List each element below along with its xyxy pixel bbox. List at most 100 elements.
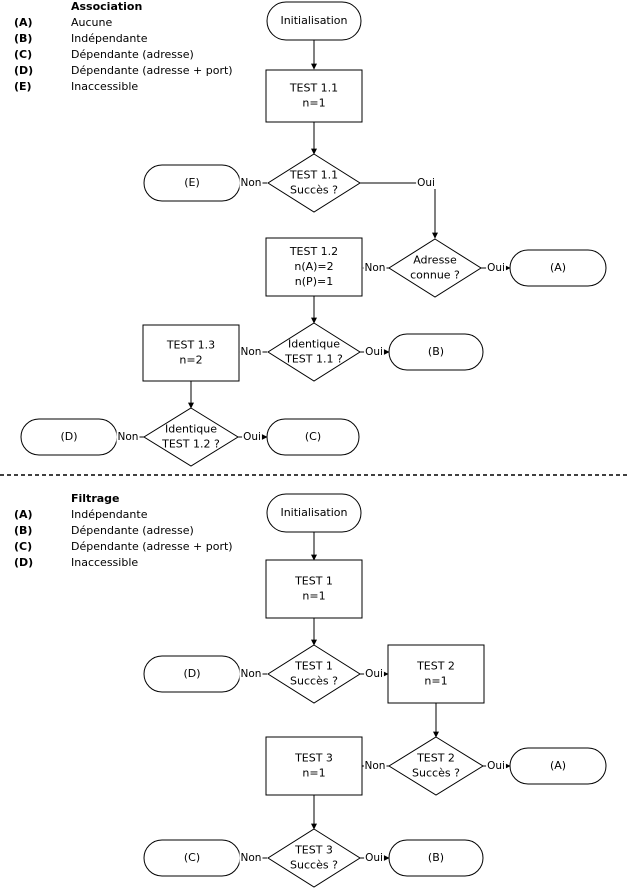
filtrage-decision-test-3-line-2: Succès ? xyxy=(290,859,338,872)
association-legend-key: (B) xyxy=(14,32,32,45)
association-test-1-3: TEST 1.3 n=2 xyxy=(142,324,240,382)
association-yes-label-adresse: Oui xyxy=(417,177,435,189)
association-yes-label-b: Oui xyxy=(365,346,383,358)
association-decision-test-1-1-line-1: TEST 1.1 xyxy=(289,169,338,182)
filtrage-test-3-line-1: TEST 3 xyxy=(294,752,333,765)
association-no-label-e: Non xyxy=(241,177,262,189)
association-test-1-2-line-1: TEST 1.2 xyxy=(289,245,338,258)
association-test-1-2: TEST 1.2 n(A)=2 n(P)=1 xyxy=(265,237,363,297)
filtrage-legend-label: Dépendante (adresse) xyxy=(71,524,194,537)
association-no-label-test13: Non xyxy=(241,346,262,358)
filtrage-test-2-line-1: TEST 2 xyxy=(416,660,455,673)
filtrage-init: Initialisation xyxy=(266,493,362,533)
filtrage-result-a: (A) xyxy=(509,747,607,785)
filtrage-test-3: TEST 3 n=1 xyxy=(265,736,363,796)
filtrage-no-label-c: Non xyxy=(241,852,262,864)
association-legend-label: Dépendante (adresse) xyxy=(71,48,194,61)
association-yes-label-c: Oui xyxy=(243,431,261,443)
filtrage-legend-key: (A) xyxy=(14,508,33,521)
filtrage-decision-test-2-line-2: Succès ? xyxy=(412,767,460,780)
association-legend-key: (C) xyxy=(14,48,32,61)
filtrage-legend-key: (C) xyxy=(14,540,32,553)
filtrage-test-2: TEST 2 n=1 xyxy=(387,644,485,704)
filtrage-decision-test-1: TEST 1 Succès ? xyxy=(267,644,361,704)
association-test-1-2-line-2: n(A)=2 xyxy=(294,260,333,273)
filtrage-test-1-line-2: n=1 xyxy=(302,590,325,603)
association-init: Initialisation xyxy=(266,1,362,41)
association-legend-label: Indépendante xyxy=(71,32,148,45)
filtrage-result-b: (B) xyxy=(388,839,484,877)
filtrage-result-b-line-1: (B) xyxy=(428,851,444,864)
filtrage-legend-label: Dépendante (adresse + port) xyxy=(71,540,233,553)
edge-dec11-yes-addr xyxy=(360,182,438,239)
filtrage-init-line-1: Initialisation xyxy=(280,506,347,519)
filtrage-decision-test-3: TEST 3 Succès ? xyxy=(267,828,361,888)
association-decision-test-1-1-line-2: Succès ? xyxy=(290,184,338,197)
association-legend-key: (E) xyxy=(14,80,32,93)
association-init-line-1: Initialisation xyxy=(280,14,347,27)
association-result-c: (C) xyxy=(266,418,360,456)
filtrage-yes-label-b: Oui xyxy=(365,852,383,864)
filtrage-legend-key: (D) xyxy=(14,556,33,569)
association-decision-identique-1-1-line-2: TEST 1.1 ? xyxy=(284,353,343,366)
filtrage-legend: Filtrage (A) Indépendante (B) Dépendante (ad… xyxy=(14,492,233,569)
association-legend-label: Aucune xyxy=(71,16,112,29)
association-test-1-1-line-2: n=1 xyxy=(302,97,325,110)
association-test-1-2-line-3: n(P)=1 xyxy=(295,275,333,288)
association-yes-label-a: Oui xyxy=(487,262,505,274)
association-decision-adresse-line-2: connue ? xyxy=(410,269,460,282)
association-result-b: (B) xyxy=(388,333,484,371)
association-decision-adresse: Adresse connue ? xyxy=(388,238,482,298)
filtrage-legend-title: Filtrage xyxy=(71,492,120,505)
filtrage-result-a-line-1: (A) xyxy=(550,759,566,772)
association-result-d: (D) xyxy=(20,418,118,456)
filtrage-test-3-line-2: n=1 xyxy=(302,767,325,780)
filtrage-test-1-line-1: TEST 1 xyxy=(294,575,333,588)
filtrage-legend-label: Indépendante xyxy=(71,508,148,521)
association-decision-identique-1-1-line-1: Identique xyxy=(288,338,340,351)
filtrage-yes-label-a: Oui xyxy=(487,760,505,772)
association-result-e: (E) xyxy=(143,164,241,202)
filtrage-result-d-line-1: (D) xyxy=(183,667,200,680)
association-legend-key: (A) xyxy=(14,16,33,29)
filtrage-test-2-line-2: n=1 xyxy=(424,675,447,688)
association-legend-key: (D) xyxy=(14,64,33,77)
association-test-1-1: TEST 1.1 n=1 xyxy=(265,69,363,123)
association-legend-title: Association xyxy=(71,0,142,13)
association-no-label-test12: Non xyxy=(365,262,386,274)
filtrage-yes-label-test2: Oui xyxy=(365,668,383,680)
association-no-label-d: Non xyxy=(118,431,139,443)
association-test-1-3-line-2: n=2 xyxy=(179,354,202,367)
filtrage-no-label-d: Non xyxy=(241,668,262,680)
filtrage-legend-label: Inaccessible xyxy=(71,556,138,569)
association-result-a: (A) xyxy=(509,249,607,287)
association-legend: Association (A) Aucune (B) Indépendante (C) Dé… xyxy=(14,0,233,93)
association-result-b-line-1: (B) xyxy=(428,345,444,358)
association-decision-adresse-line-1: Adresse xyxy=(413,254,457,267)
association-test-1-3-line-1: TEST 1.3 xyxy=(166,339,215,352)
filtrage-no-label-test3: Non xyxy=(365,760,386,772)
filtrage-result-d: (D) xyxy=(143,655,241,693)
association-result-e-line-1: (E) xyxy=(184,176,200,189)
association-decision-identique-1-2-line-1: Identique xyxy=(165,423,217,436)
filtrage-result-c: (C) xyxy=(143,839,241,877)
filtrage-test-1: TEST 1 n=1 xyxy=(265,559,363,619)
filtrage-decision-test-1-line-2: Succès ? xyxy=(290,675,338,688)
filtrage-decision-test-1-line-1: TEST 1 xyxy=(294,660,333,673)
filtrage-result-c-line-1: (C) xyxy=(184,851,200,864)
filtrage-legend-key: (B) xyxy=(14,524,32,537)
association-result-a-line-1: (A) xyxy=(550,261,566,274)
filtrage-decision-test-2-line-1: TEST 2 xyxy=(416,752,455,765)
association-test-1-1-line-1: TEST 1.1 xyxy=(289,82,338,95)
association-legend-label: Inaccessible xyxy=(71,80,138,93)
association-result-d-line-1: (D) xyxy=(60,430,77,443)
association-result-c-line-1: (C) xyxy=(305,430,321,443)
association-legend-label: Dépendante (adresse + port) xyxy=(71,64,233,77)
association-decision-identique-1-2-line-2: TEST 1.2 ? xyxy=(161,438,220,451)
filtrage-decision-test-2: TEST 2 Succès ? xyxy=(388,736,484,796)
filtrage-decision-test-3-line-1: TEST 3 xyxy=(294,844,333,857)
